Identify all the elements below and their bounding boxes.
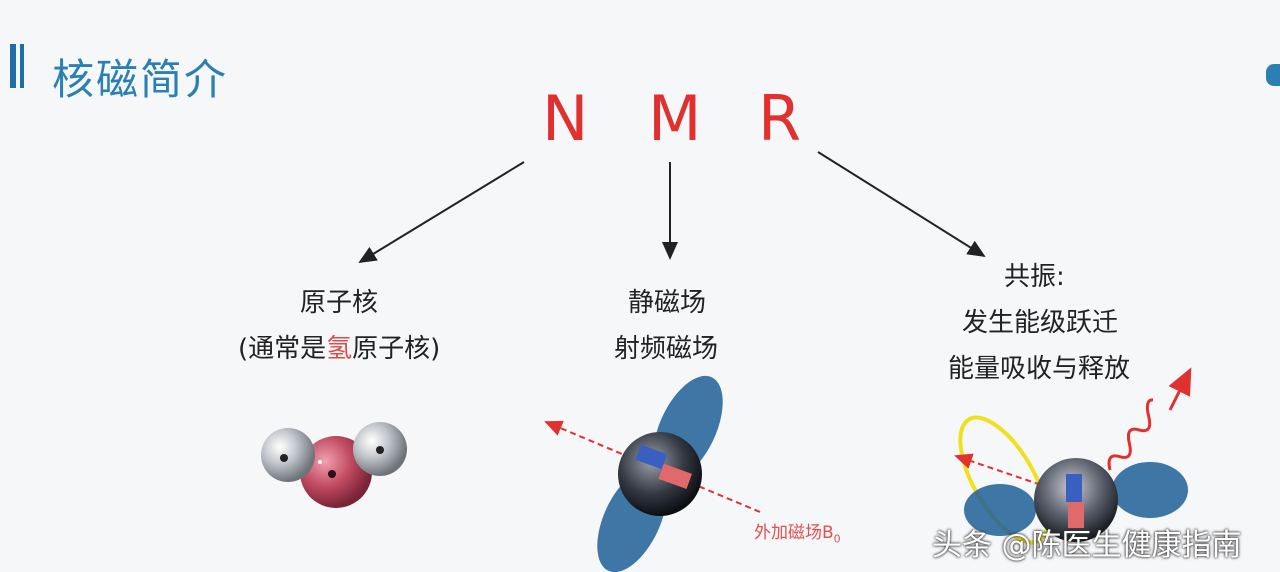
edge-icon [1266,64,1280,86]
external-field-text: 外加磁场B [754,523,834,543]
energy-absorb-label: 能量吸收与释放 [948,354,1131,384]
rf-field-label: 射频磁场 [614,334,719,364]
page-title: 核磁简介 [52,55,229,104]
external-field-sub: 0 [833,532,841,546]
title-accent-bar [10,44,16,88]
resonance-icon [954,367,1192,545]
arrow-n [358,161,525,264]
acronym-n: N [542,82,589,155]
static-field-label: 静磁场 [628,288,707,318]
acronym-m: M [648,82,702,155]
spin-nucleus-icon [544,375,761,572]
watermark: 头条 @陈医生健康指南 [932,528,1242,563]
energy-transition-label: 发生能级跃迁 [962,308,1119,338]
acronym-r: R [758,82,802,155]
nucleus-sublabel-suffix: 原子核) [352,334,441,364]
water-molecule-icon [261,422,407,508]
hydrogen-highlight: 氢 [326,334,353,364]
title-accent-bar-thin [20,44,24,88]
nucleus-label: 原子核 [300,288,379,318]
nucleus-sublabel: (通常是氢原子核) [238,328,440,365]
arrow-r [817,151,986,258]
external-field-label: 外加磁场B0 [754,518,841,545]
nucleus-sublabel-prefix: (通常是 [238,334,327,364]
resonance-label: 共振: [1004,262,1065,292]
